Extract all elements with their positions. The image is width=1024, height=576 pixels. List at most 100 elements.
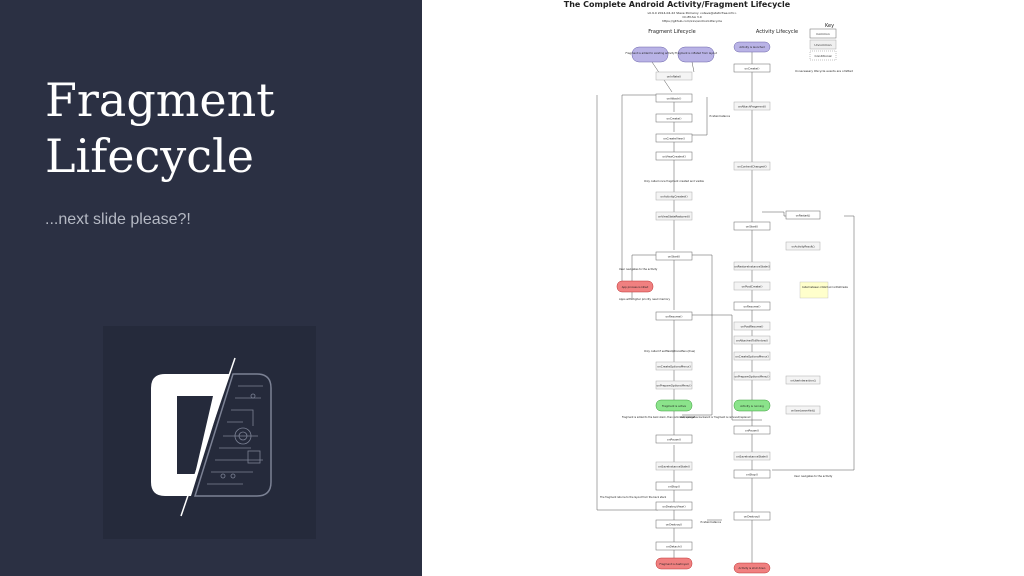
fragment-node-onresume-label: onResume() [666, 315, 683, 319]
fragment-node-onactivitycreated-box [655, 191, 693, 201]
slide-title: Fragment Lifecycle [45, 72, 415, 184]
activity-lifecycle-header: Activity Lifecycle [756, 29, 798, 35]
activity-launched-node [733, 41, 771, 53]
fragment-active-node [655, 399, 693, 412]
note-retain-1: if retainInstance [709, 114, 730, 118]
slide-left-panel: Fragment Lifecycle ...next slide please?… [0, 0, 422, 576]
activity-side-onrestart-label: onRestart() [796, 214, 811, 218]
logo-graphic [151, 357, 272, 517]
note-apps-higher-priority: Apps with higher priority need memory [619, 297, 671, 301]
activity-node-onstart-box [733, 221, 771, 231]
activity-node-ondestroy-box [733, 511, 771, 521]
key-title: Key [825, 23, 834, 29]
fragment-start-inflated [677, 46, 715, 63]
activity-side-onuserinteraction-label: onUserInteraction() [790, 379, 815, 383]
key-common-box [809, 28, 837, 39]
logo-split-line [180, 357, 236, 517]
activity-node-onrestoreinstancestate-box [733, 261, 771, 271]
note-called-between-box [799, 281, 829, 299]
slide-subtitle: ...next slide please?! [45, 211, 191, 228]
key-uncommon-box [809, 39, 837, 50]
logo [103, 326, 316, 539]
activity-node-onpause-box [733, 425, 771, 435]
activity-running-node [733, 399, 771, 412]
activity-side-onuserleavehint-label: onUserLeaveHint() [791, 409, 815, 413]
activity-node-oncreateoptionsmenu-label: onCreateOptionsMenu() [735, 355, 768, 359]
activity-node-onsaveinstancestate-label: onSaveInstanceState() [736, 455, 768, 459]
fragment-node-oncreateoptionsmenu-label: onCreateOptionsMenu() [657, 365, 690, 369]
fragment-node-onstop-box [655, 481, 693, 491]
fragment-active-label: Fragment is active [662, 404, 686, 408]
diagram-notes: if retainInstance if retainInstance Only… [600, 114, 848, 524]
fragment-node-onsaveinstancestate-box [655, 461, 693, 471]
activity-node-onstart-label: onStart() [746, 225, 759, 229]
fragment-start-nodes: Fragment is added to existing activity F… [625, 46, 717, 63]
activity-node-oncreateoptionsmenu-box [733, 351, 771, 361]
logo-circuit-outline [193, 373, 272, 497]
activity-node-onpostresume-label: onPostResume() [741, 325, 764, 329]
key-conditional-label: Conditional [815, 54, 832, 58]
diagram-key: Key Common Uncommon Conditional [809, 23, 837, 61]
fragment-node-list: onInflate() onAttach() onCreate() onCreateV… [655, 71, 693, 551]
note-user-navigates: User navigates to the activity [619, 267, 658, 271]
activity-side-onrestart [785, 210, 821, 220]
logo-white-bracket [151, 374, 229, 496]
activity-side-onactivityresult-label: onActivityResult() [792, 245, 815, 249]
fragment-node-oncreateview-box [655, 133, 693, 143]
fragment-start-added-label: Fragment is added to existing activity [625, 51, 675, 55]
fragment-node-onpause-box [655, 434, 693, 444]
fragment-node-oninflate-label: onInflate() [667, 75, 682, 79]
fragment-node-onstop-label: onStop() [668, 485, 680, 489]
note-called-between: Called between onStart and onPostCreate [802, 286, 848, 289]
activity-node-oncreate-label: onCreate() [745, 67, 760, 71]
activity-node-onattachfragment-box [733, 101, 771, 111]
activity-node-onresume-label: onResume() [744, 305, 761, 309]
activity-node-onattachfragment-label: onAttachFragment() [738, 105, 766, 109]
fragment-node-oncreate-label: onCreate() [667, 117, 682, 121]
fragment-node-oncreate-box [655, 113, 693, 123]
activity-node-onprepareoptionsmenu-label: onPrepareOptionsMenu() [735, 375, 770, 379]
activity-node-onstop-box [733, 469, 771, 479]
activity-node-onpostcreate-box [733, 281, 771, 291]
diagram-connectors [596, 52, 855, 563]
fragment-node-oncreateview-label: onCreateView() [663, 137, 685, 141]
activity-node-oncontentchanged-label: onContentChanged() [737, 165, 766, 169]
activity-node-onpause-label: onPause() [745, 429, 759, 433]
activity-running-label: Activity is running [740, 404, 764, 408]
activity-shutdown-node [733, 562, 771, 574]
key-common-label: Common [816, 32, 830, 36]
fragment-node-onattach-label: onAttach() [667, 97, 682, 101]
diagram-meta-1: v0.9.0 2014-04-22 Steve Pomeroy <steve@s… [647, 11, 737, 15]
fragment-node-onviewstaterestored-label: onViewStateRestored() [658, 215, 690, 219]
fragment-node-onprepareoptionsmenu-label: onPrepareOptionsMenu() [657, 384, 692, 388]
fragment-node-oncreateoptionsmenu-box [655, 361, 693, 371]
note-fragment-returns: The fragment returns to the layout from … [600, 496, 667, 499]
activity-node-oncreate-box [733, 63, 771, 73]
diagram-title: The Complete Android Activity/Fragment L… [564, 0, 791, 9]
key-conditional-box [809, 50, 837, 61]
fragment-node-oninflate-box [655, 71, 693, 81]
fragment-node-ondestroy-label: onDestroy() [666, 523, 683, 527]
note-user-navigates-back: User navigates backward or fragment is r… [680, 416, 751, 419]
fragment-node-onstart-box [655, 251, 693, 261]
fragment-node-onviewcreated-label: onViewCreated() [662, 155, 685, 159]
activity-node-onpostresume-box [733, 321, 771, 331]
activity-node-onstop-label: onStop() [746, 473, 758, 477]
fragment-node-ondetach-label: onDetach() [666, 545, 682, 549]
activity-side-onuserleavehint [785, 405, 821, 415]
fragment-node-onviewcreated-box [655, 151, 693, 161]
activity-launched-label: Activity is launched [739, 45, 765, 49]
fragment-node-ondetach-box [655, 541, 693, 551]
fragment-start-inflated-label: Fragment is inflated from layout [675, 51, 717, 55]
activity-node-onattachedtowindow-box [733, 335, 771, 345]
diagram-meta-2: CC-BY-SA 3.0 [682, 15, 701, 19]
key-uncommon-label: Uncommon [814, 43, 831, 47]
fragment-start-added [631, 46, 669, 63]
activity-node-onrestoreinstancestate-label: onRestoreInstanceState() [734, 265, 770, 269]
fragment-node-ondestroyview-box [655, 501, 693, 511]
fragment-node-onsaveinstancestate-label: onSaveInstanceState() [658, 465, 690, 469]
note-options-menu: Only called if setHasOptionsMenu(true) [644, 349, 695, 353]
activity-side-onuserinteraction [785, 375, 821, 385]
activity-node-onpostcreate-label: onPostCreate() [742, 285, 763, 289]
fragment-node-onactivitycreated-label: onActivityCreated() [660, 195, 687, 199]
